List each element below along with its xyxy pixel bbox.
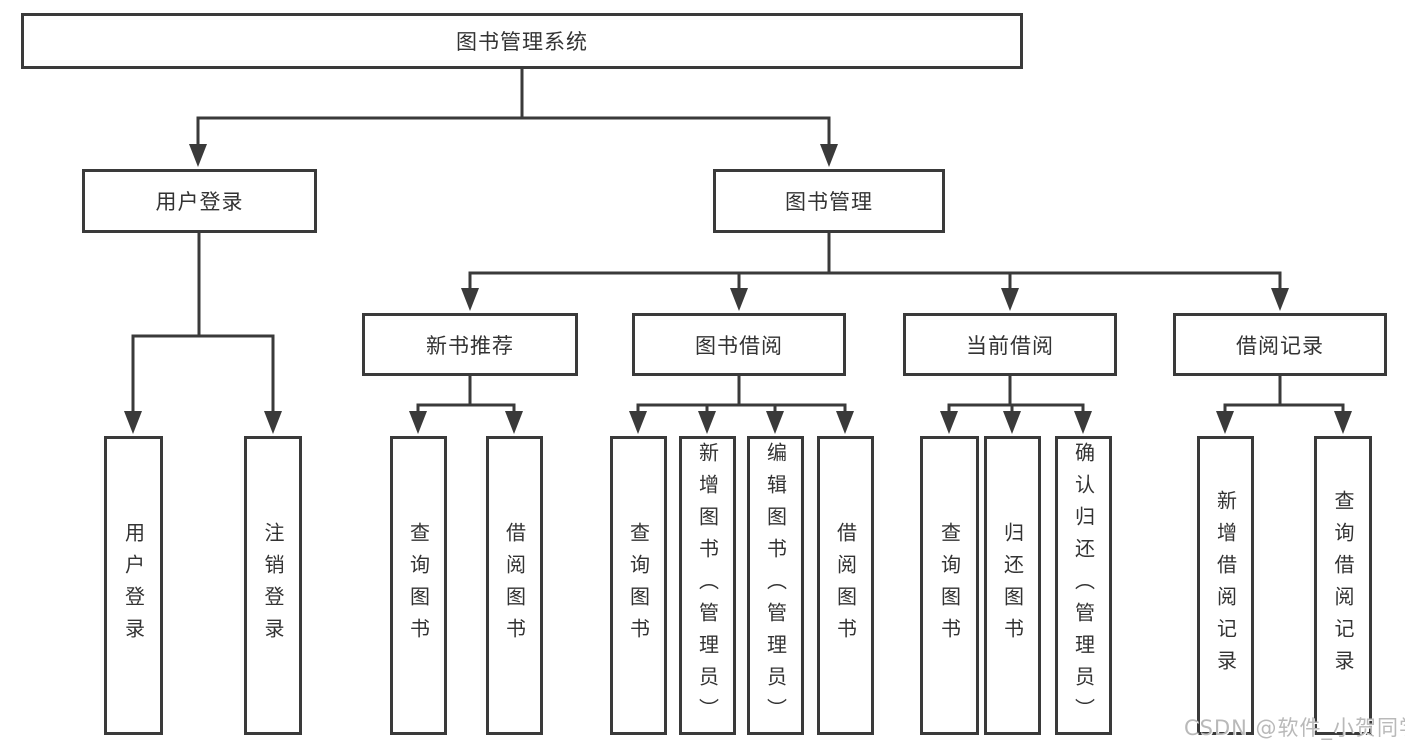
node-label: 查询图书 <box>626 521 651 650</box>
leaf-user-login: 用户登录 <box>104 436 163 735</box>
node-label: 当前借阅 <box>966 333 1054 358</box>
node-borrowing-records: 借阅记录 <box>1173 313 1387 376</box>
node-label: 编辑图书（管理员） <box>763 441 788 730</box>
node-label: 查询图书 <box>937 521 962 650</box>
leaf-borrow-books-recommend: 借阅图书 <box>486 436 543 735</box>
node-book-management-system: 图书管理系统 <box>21 13 1023 69</box>
node-label: 图书借阅 <box>695 333 783 358</box>
node-book-management: 图书管理 <box>713 169 945 233</box>
leaf-query-books-recommend: 查询图书 <box>390 436 447 735</box>
leaf-query-books-borrowing: 查询图书 <box>610 436 667 735</box>
node-label: 借阅图书 <box>502 521 527 650</box>
leaf-add-book-admin: 新增图书（管理员） <box>679 436 736 735</box>
node-label: 新增借阅记录 <box>1213 489 1238 682</box>
leaf-logout: 注销登录 <box>244 436 302 735</box>
leaf-add-borrow-record: 新增借阅记录 <box>1197 436 1254 735</box>
node-book-borrowing: 图书借阅 <box>632 313 846 376</box>
node-label: 查询借阅记录 <box>1331 489 1355 682</box>
node-label: 借阅记录 <box>1236 333 1324 358</box>
node-label: 归还图书 <box>1000 521 1025 650</box>
node-label: 图书管理 <box>785 190 873 214</box>
leaf-confirm-return-admin: 确认归还（管理员） <box>1055 436 1112 735</box>
node-label: 借阅图书 <box>833 521 858 650</box>
node-new-book-recommendation: 新书推荐 <box>362 313 578 376</box>
node-label: 查询图书 <box>406 521 431 650</box>
node-label: 用户登录 <box>155 190 244 214</box>
node-label: 确认归还（管理员） <box>1071 441 1096 730</box>
leaf-query-borrow-record: 查询借阅记录 <box>1314 436 1372 735</box>
leaf-borrow-books-borrowing: 借阅图书 <box>817 436 874 735</box>
node-label: 新书推荐 <box>426 333 514 358</box>
node-user-login: 用户登录 <box>82 169 317 233</box>
node-label: 图书管理系统 <box>456 30 588 54</box>
csdn-watermark: CSDN @软件_小贺同学 <box>1184 716 1405 740</box>
leaf-query-books-current: 查询图书 <box>920 436 979 735</box>
leaf-edit-book-admin: 编辑图书（管理员） <box>747 436 804 735</box>
node-current-borrowing: 当前借阅 <box>903 313 1117 376</box>
node-label: 注销登录 <box>261 521 285 650</box>
leaf-return-books: 归还图书 <box>984 436 1041 735</box>
node-label: 用户登录 <box>121 521 146 650</box>
node-label: 新增图书（管理员） <box>695 441 720 730</box>
